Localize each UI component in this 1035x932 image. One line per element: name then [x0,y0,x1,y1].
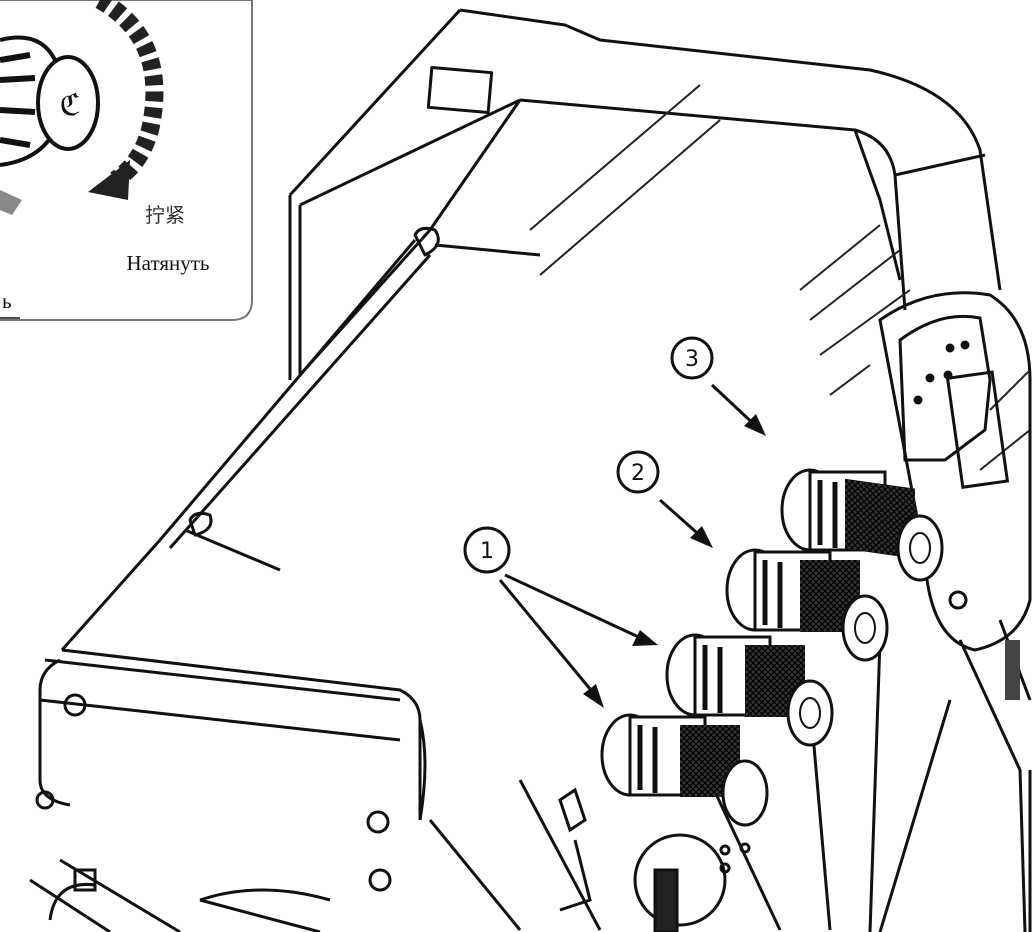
callout-3-number: 3 [685,347,699,372]
inset-chinese-label: 拧紧 [145,203,185,227]
inset-russian-label: Натянуть [127,251,210,275]
callout-2-number: 2 [631,461,645,486]
lower-mechanism [48,787,751,932]
cover-hatching [529,84,1031,471]
svg-text:ℭ: ℭ [59,88,80,123]
tension-knob-3 [780,468,944,582]
inset-cutoff-label: ь [2,289,12,313]
machine-body [29,8,1032,932]
tension-knob-1b [600,713,769,827]
inset-knob-icon: ℭ [0,35,100,167]
loosen-arrow-icon [0,190,22,215]
tension-knob-1a [665,633,834,747]
tension-dial-panel [878,291,1032,700]
inset-panel: ℭ 拧紧 Натянуть ь [0,0,253,321]
tension-knob-2 [725,548,889,662]
callout-1: 1 [463,526,658,708]
tighten-arrow-icon [88,0,164,200]
callout-2: 2 [616,450,713,548]
callout-1-number: 1 [480,539,494,564]
callout-3: 3 [670,336,766,436]
